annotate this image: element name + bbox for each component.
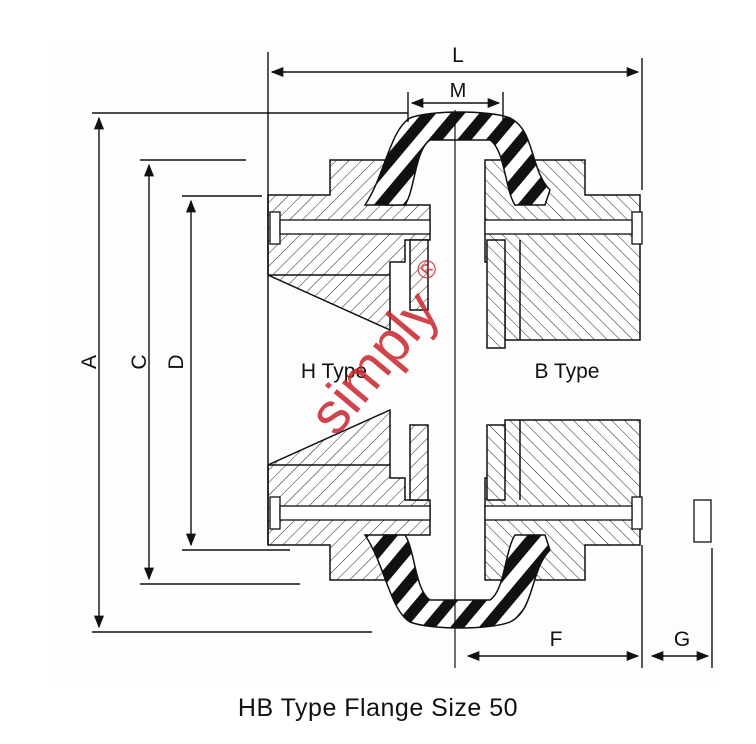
bolt-shank-tr (484, 219, 633, 235)
diagram-caption: HB Type Flange Size 50 (237, 694, 519, 722)
bolts (269, 211, 643, 530)
dim-label-G: G (674, 628, 690, 651)
h-type-hub (267, 159, 431, 581)
dim-label-F: F (550, 628, 563, 651)
dim-label-D: D (165, 354, 188, 369)
h-type-label: H Type (301, 360, 367, 383)
dim-label-A: A (78, 355, 101, 369)
b-type-label: B Type (535, 360, 600, 383)
key-symbol (693, 499, 712, 543)
dim-label-M: M (450, 80, 467, 102)
rubber-element (363, 111, 551, 629)
bolt-shank-tl (279, 219, 431, 235)
bolt-shank-bl (279, 505, 431, 521)
bolt-head-br (631, 496, 643, 530)
bolt-head-tl (269, 211, 281, 245)
dim-label-C: C (128, 354, 151, 369)
bolt-head-tr (631, 211, 643, 245)
bolt-shank-br (484, 505, 633, 521)
bolt-head-bl (269, 496, 281, 530)
dimension-lines (92, 52, 713, 668)
dim-label-L: L (452, 44, 464, 67)
